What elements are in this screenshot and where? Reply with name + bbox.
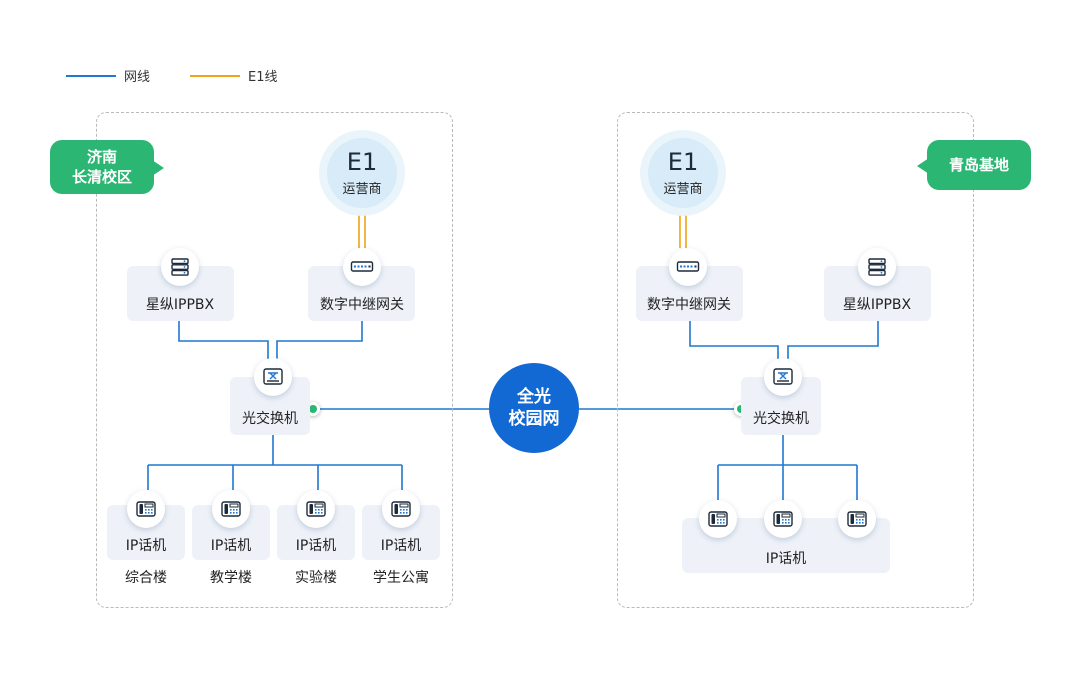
- left-building-label-4: 学生公寓: [373, 570, 429, 586]
- right-e1-sub: 运营商: [663, 181, 703, 197]
- right-phones-label: IP话机: [765, 551, 807, 567]
- right-e1-link: [679, 215, 687, 248]
- e1-lines: [358, 215, 687, 248]
- left-pbx-to-switch: [178, 321, 269, 365]
- right-gateway-to-switch: [689, 321, 779, 365]
- right-campus-tag-line1: 青岛基地: [948, 155, 1009, 174]
- right-pbx-label: 星纵IPPBX: [842, 297, 912, 313]
- left-campus-tag: 济南 长清校区: [50, 140, 164, 194]
- legend-e1-swatch: [190, 74, 240, 77]
- right-campus-boundary: [617, 112, 974, 608]
- right-e1-title: E1: [667, 147, 699, 176]
- left-building-label-2: 教学楼: [210, 570, 252, 586]
- ip-phone-icon: [699, 500, 737, 538]
- left-gateway-to-switch: [276, 321, 363, 365]
- legend-ethernet: 网线: [66, 66, 150, 85]
- core-line2: 校园网: [508, 409, 560, 429]
- left-phone-label-3: IP话机: [295, 538, 337, 554]
- ip-phone-icon: [297, 490, 335, 528]
- legend-ethernet-swatch: [66, 74, 116, 77]
- legend-ethernet-label: 网线: [124, 70, 151, 85]
- left-switch-label: 光交换机: [242, 411, 298, 427]
- left-phone-label-2: IP话机: [210, 538, 252, 554]
- left-e1-title: E1: [346, 147, 378, 176]
- right-switch-label: 光交换机: [753, 411, 809, 427]
- right-campus-tag: 青岛基地: [917, 140, 1031, 190]
- server-icon: [161, 248, 199, 286]
- gateway-icon: [669, 248, 707, 286]
- left-campus-tag-line1: 济南: [86, 147, 117, 166]
- left-e1-link: [358, 215, 366, 248]
- left-switch-to-phones: [147, 435, 403, 490]
- left-pbx-label: 星纵IPPBX: [145, 297, 215, 313]
- ip-phone-icon: [382, 490, 420, 528]
- left-phone-label-4: IP话机: [380, 538, 422, 554]
- switch-icon: [764, 358, 802, 396]
- right-gateway-label: 数字中继网关: [647, 297, 731, 313]
- campus-network-core: 全光 校园网: [489, 363, 579, 453]
- ip-phone-icon: [127, 490, 165, 528]
- left-e1-carrier: E1 运营商: [319, 130, 405, 216]
- legend-e1: E1线: [190, 66, 278, 85]
- gateway-icon: [343, 248, 381, 286]
- left-phone-label-1: IP话机: [125, 538, 167, 554]
- left-campus-boundary: [96, 112, 453, 608]
- right-pbx-to-switch: [787, 321, 879, 365]
- left-building-label-1: 综合楼: [125, 570, 167, 586]
- server-icon: [858, 248, 896, 286]
- ip-phone-icon: [212, 490, 250, 528]
- switch-icon: [254, 358, 292, 396]
- left-e1-sub: 运营商: [342, 181, 382, 197]
- right-switch-to-phones: [717, 435, 858, 500]
- legend-e1-label: E1线: [248, 70, 278, 85]
- core-line1: 全光: [517, 386, 551, 407]
- ip-phone-icon: [764, 500, 802, 538]
- left-gateway-label: 数字中继网关: [320, 297, 404, 313]
- left-building-label-3: 实验楼: [295, 570, 337, 586]
- ip-phone-icon: [838, 500, 876, 538]
- right-e1-carrier: E1 运营商: [640, 130, 726, 216]
- left-campus-tag-line2: 长清校区: [71, 168, 132, 186]
